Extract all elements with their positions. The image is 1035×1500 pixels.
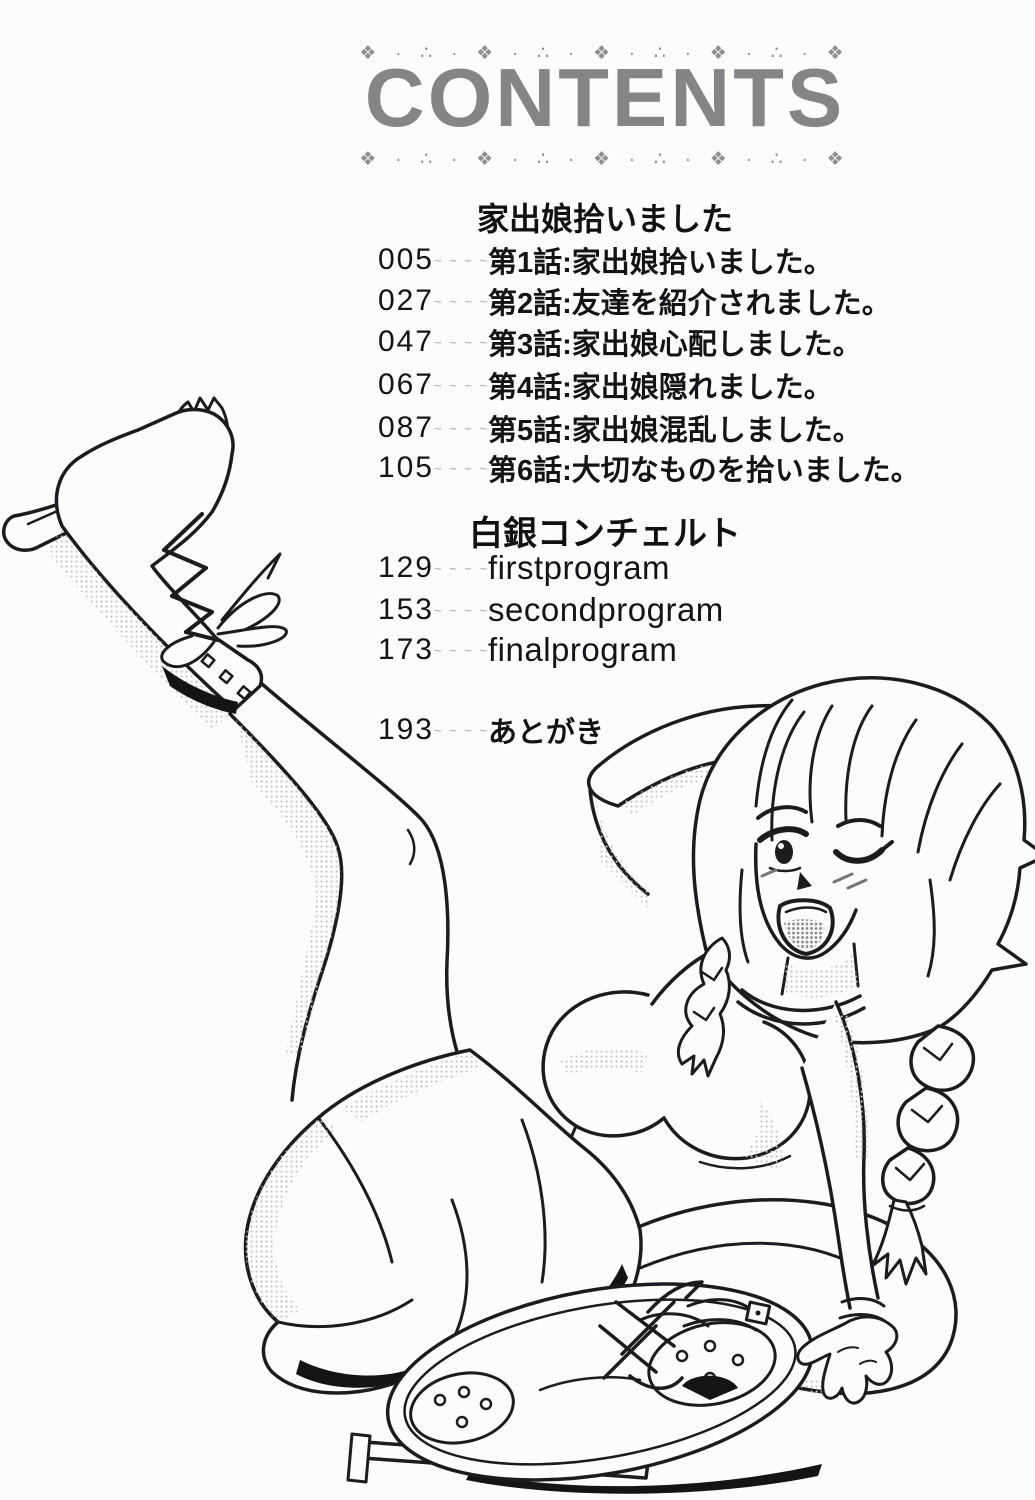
page-number: 173 xyxy=(377,633,434,666)
toc-entry: 005 ~ ~ ~ ~ 第1話:家出娘拾いました。 xyxy=(362,241,833,279)
entry-title: finalprogram xyxy=(488,631,678,668)
toc-entry: 047 ~ ~ ~ ~ 第3話:家出娘心配しました。 xyxy=(362,323,862,361)
floor-skate-laces xyxy=(598,1280,704,1390)
leader-dashes: ~ ~ ~ ~ xyxy=(434,602,490,618)
leader-dashes: ~ ~ ~ ~ xyxy=(434,293,490,309)
section-heading-runaway-girl: 家出娘拾いました xyxy=(476,201,733,237)
leader-dashes: ~ ~ ~ ~ xyxy=(434,722,490,738)
toc-entry: 129 ~ ~ ~ ~ firstprogram xyxy=(362,549,670,587)
toc-entry: 173 ~ ~ ~ ~ finalprogram xyxy=(362,631,677,669)
entry-title: 第5話:家出娘混乱しました。 xyxy=(488,415,862,447)
page-number: 105 xyxy=(377,451,434,484)
leader-dashes: ~ ~ ~ ~ xyxy=(434,420,490,436)
raised-skate-drawing xyxy=(2,396,288,730)
page-number: 129 xyxy=(377,551,434,584)
page-number: 087 xyxy=(377,411,434,444)
toc-entry: 067 ~ ~ ~ ~ 第4話:家出娘隠れました。 xyxy=(362,366,833,404)
leader-dashes: ~ ~ ~ ~ xyxy=(434,560,490,576)
page-number: 193 xyxy=(377,713,434,746)
left-arm-drawing xyxy=(796,1000,899,1405)
leader-dashes: ~ ~ ~ ~ xyxy=(434,460,490,476)
entry-title: 第1話:家出娘拾いました。 xyxy=(488,247,833,279)
skate-laces xyxy=(162,512,220,642)
nose xyxy=(797,872,812,890)
leader-dashes: ~ ~ ~ ~ xyxy=(434,642,490,658)
section-heading-silver-concerto: 白銀コンチェルト xyxy=(469,515,741,553)
page-number: 047 xyxy=(377,325,434,358)
raised-leg-drawing xyxy=(228,682,482,1106)
leader-dashes: ~ ~ ~ ~ xyxy=(434,334,490,350)
hand xyxy=(796,1315,899,1405)
page-number: 067 xyxy=(377,368,434,401)
entry-title: 第3話:家出娘心配しました。 xyxy=(488,329,862,361)
page-title: CONTENTS xyxy=(364,51,846,144)
entry-title: あとがき xyxy=(488,717,605,749)
page-number: 005 xyxy=(377,243,434,276)
floor-skate-drawing xyxy=(346,1280,822,1494)
ornament-row-top: ❖ ∙ ∴ ∙ ❖ ∙ ∴ ∙ ❖ ∙ ∴ ∙ ❖ ∙ ∴ ∙ ❖ xyxy=(359,43,851,64)
entry-title: 第4話:家出娘隠れました。 xyxy=(488,372,833,404)
page-number: 027 xyxy=(377,284,434,317)
toc-entry-afterword: 193 ~ ~ ~ ~ あとがき xyxy=(362,711,604,749)
floor-skate-strap xyxy=(682,1298,772,1332)
entry-title: firstprogram xyxy=(488,549,671,586)
right-braid xyxy=(870,1024,976,1286)
leader-dashes: ~ ~ ~ ~ xyxy=(434,252,490,268)
left-braid xyxy=(676,936,731,1078)
toc-entry: 087 ~ ~ ~ ~ 第5話:家出娘混乱しました。 xyxy=(362,409,862,447)
entry-title: 第2話:友達を紹介されました。 xyxy=(488,288,891,320)
toc-entry: 105 ~ ~ ~ ~ 第6話:大切なものを拾いました。 xyxy=(362,449,920,487)
entry-title: 第6話:大切なものを拾いました。 xyxy=(488,455,920,487)
ornament-row-bottom: ❖ ∙ ∴ ∙ ❖ ∙ ∴ ∙ ❖ ∙ ∴ ∙ ❖ ∙ ∴ ∙ ❖ xyxy=(359,149,851,170)
toc-entry: 027 ~ ~ ~ ~ 第2話:友達を紹介されました。 xyxy=(362,282,891,320)
head-drawing xyxy=(676,676,1035,1286)
wink-eye xyxy=(833,847,885,864)
entry-title: secondprogram xyxy=(488,591,724,628)
toc-entry: 153 ~ ~ ~ ~ secondprogram xyxy=(362,591,724,629)
page-number: 153 xyxy=(377,593,434,626)
leader-dashes: ~ ~ ~ ~ xyxy=(434,377,490,393)
lace-bow xyxy=(160,552,288,669)
